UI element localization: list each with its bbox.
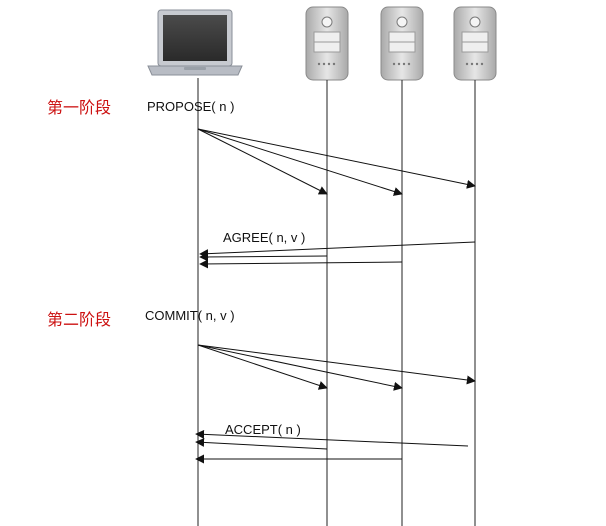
server-tower-icon [380, 6, 424, 81]
commit-arrow-server-2 [197, 344, 403, 391]
phase-1-label: 第一阶段 [47, 98, 111, 117]
server-tower-icon [305, 6, 349, 81]
commit-arrow-server-1 [197, 344, 328, 390]
agree-arrow-server-1 [199, 252, 328, 262]
propose-arrow-server-3 [197, 128, 476, 189]
phase-2-label: 第二阶段 [47, 310, 111, 329]
propose-arrow-server-2 [197, 128, 403, 196]
propose-label: PROPOSE( n ) [147, 99, 234, 114]
propose-arrow-server-1 [197, 128, 328, 195]
commit-label: COMMIT( n, v ) [145, 308, 235, 323]
agree-label: AGREE( n, v ) [223, 230, 305, 245]
laptop-icon [147, 9, 243, 76]
agree-arrow-server-2 [199, 259, 403, 269]
accept-label: ACCEPT( n ) [225, 422, 301, 437]
accept-arrow-server-1 [195, 437, 328, 450]
accept-arrow-server-3 [195, 429, 469, 447]
agree-arrow-server-3 [199, 241, 476, 259]
commit-arrow-server-3 [197, 344, 476, 385]
server-tower-icon [453, 6, 497, 81]
